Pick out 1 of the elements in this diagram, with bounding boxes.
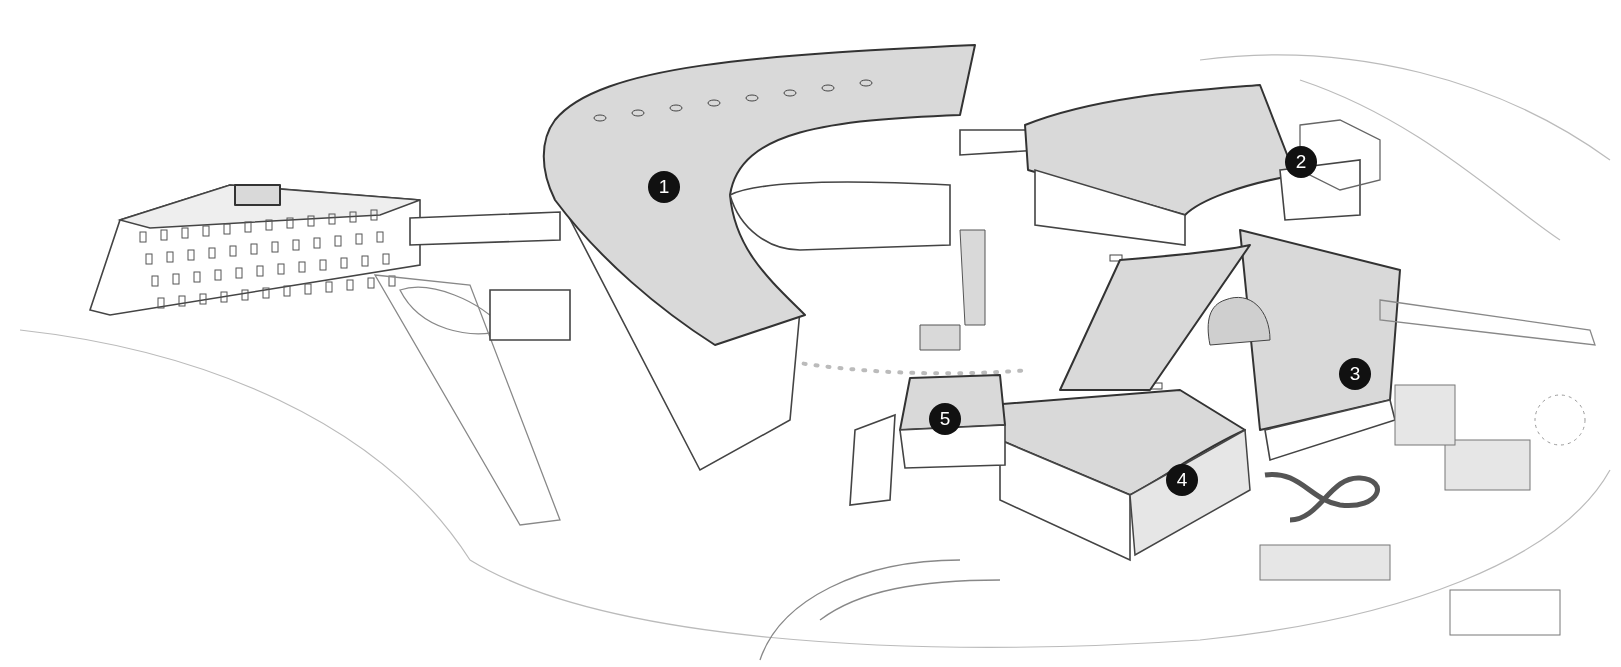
callout-number: 2	[1285, 146, 1317, 178]
